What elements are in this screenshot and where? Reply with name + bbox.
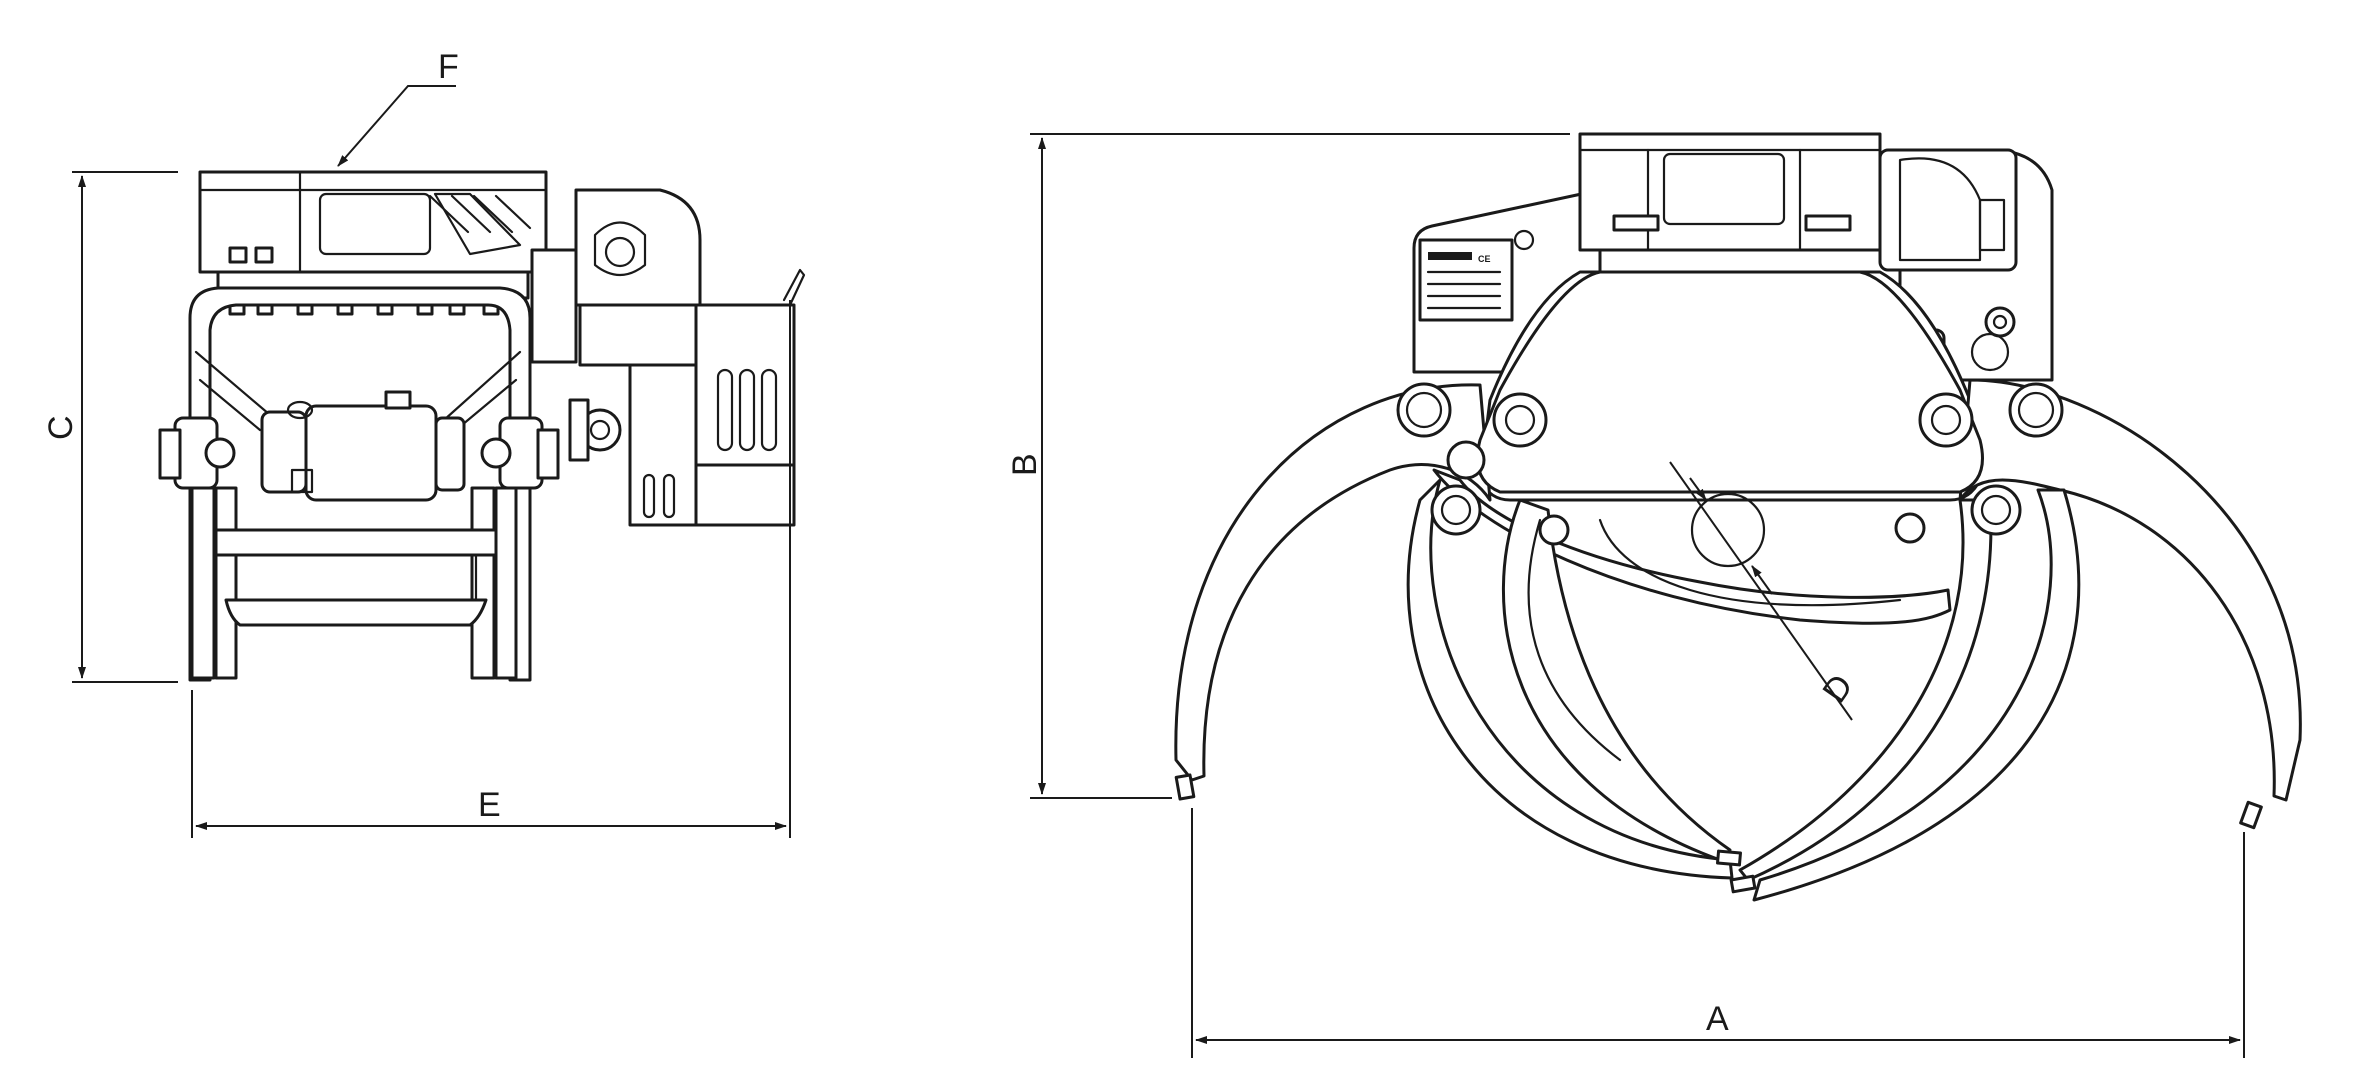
outer-right-arm <box>1958 378 2302 802</box>
lower-yoke <box>224 598 488 627</box>
inner-right-arm-edge <box>1738 498 1993 882</box>
rotator-housing <box>198 170 548 274</box>
nameplate: CE <box>1418 238 1514 322</box>
pivot-pin-1 <box>1396 382 1452 438</box>
frame-arch <box>188 286 532 682</box>
dimensions: F C E B A D <box>42 48 2245 1058</box>
label-c: C <box>42 415 80 440</box>
rotator-housing-front <box>1578 132 1882 252</box>
lower-block <box>628 363 698 527</box>
link-head <box>574 188 702 307</box>
jaw-leg-4 <box>494 486 518 680</box>
label-d: D <box>1815 668 1860 710</box>
pivot-pin-3 <box>1918 392 1974 448</box>
side-view <box>158 170 806 682</box>
swivel-block <box>694 303 796 467</box>
hydraulic-cylinder <box>304 404 438 502</box>
tip-left <box>1174 773 1196 801</box>
back-tine <box>1432 468 1952 625</box>
tip-right <box>2239 800 2263 830</box>
pivot-pin-4 <box>2008 382 2064 438</box>
dim-f-leader <box>337 85 456 167</box>
center-plate <box>1476 270 1984 494</box>
log-circle <box>1690 492 1766 568</box>
jaw-leg-2 <box>214 486 238 680</box>
pivot-pin-2 <box>1492 392 1548 448</box>
jaw-leg-1 <box>190 486 216 680</box>
nameplate-logo <box>1428 252 1472 260</box>
label-e: E <box>478 786 501 824</box>
hydraulic-unit <box>1878 148 2018 272</box>
tip-center-right <box>1729 874 1757 894</box>
dim-d-line <box>1669 461 1853 721</box>
label-b: B <box>1006 453 1044 476</box>
tip-center-left <box>1716 849 1742 867</box>
link-plate <box>530 248 578 364</box>
link-body <box>578 303 698 367</box>
front-view: CE <box>1174 132 2302 902</box>
label-a: A <box>1706 1000 1729 1038</box>
outer-left-arm <box>1174 383 1492 782</box>
label-f: F <box>438 48 459 86</box>
ce-mark: CE <box>1478 254 1491 264</box>
cylinder-end-left <box>260 410 308 494</box>
inner-right-arm <box>1752 488 2081 902</box>
inner-left-arm <box>1406 478 1734 880</box>
